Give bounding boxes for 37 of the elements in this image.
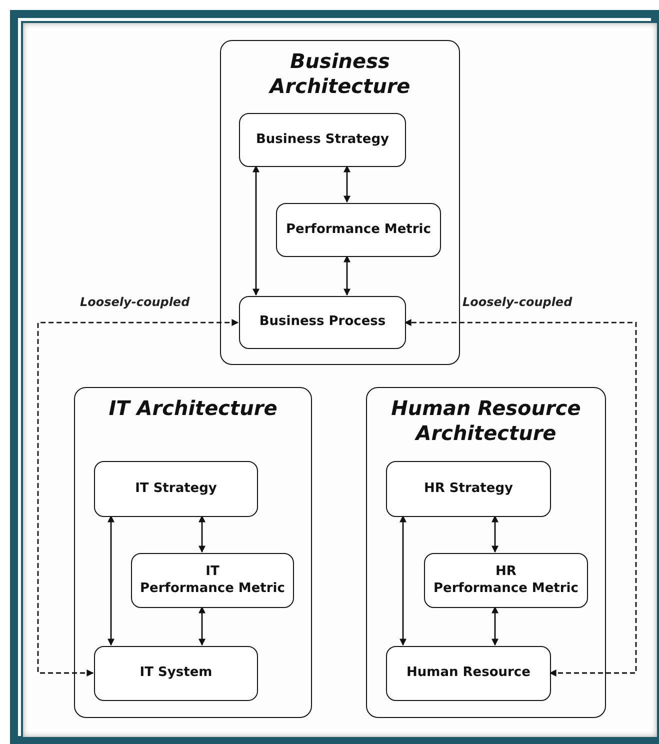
process-box (386, 461, 551, 517)
process-box (239, 113, 406, 167)
process-box (94, 646, 258, 701)
box-label: IT Strategy (135, 480, 217, 498)
group-title: Human Resource Architecture (390, 396, 582, 446)
process-box (94, 461, 258, 517)
group-title: IT Architecture (108, 396, 278, 421)
group-panel (220, 40, 460, 365)
process-box (276, 203, 441, 257)
box-label: Human Resource (406, 665, 530, 682)
box-label: Business Strategy (256, 132, 389, 148)
arrow (344, 165, 350, 203)
box-label: Business Process (259, 314, 386, 331)
arrow (400, 515, 406, 646)
edge-label: Loosely-coupled (78, 294, 192, 309)
arrow (198, 515, 206, 553)
group-panel (366, 387, 606, 718)
arrow (198, 606, 206, 646)
group-title: Business Architecture (268, 49, 412, 99)
dashed-connector (37, 319, 239, 676)
box-label: Performance Metric (286, 222, 431, 238)
process-box (424, 553, 588, 608)
arrow (344, 255, 350, 296)
arrow (108, 515, 114, 646)
dashed-connector (404, 319, 637, 676)
box-label: IT System (140, 665, 212, 682)
process-box (386, 646, 551, 701)
arrow (492, 515, 498, 553)
box-label: HR Strategy (424, 480, 513, 498)
arrow (252, 165, 260, 296)
box-label: HR Performance Metric (434, 564, 578, 598)
process-box (239, 296, 406, 349)
box-label: IT Performance Metric (140, 564, 285, 598)
group-panel (74, 387, 312, 718)
process-box (131, 553, 294, 608)
edge-label: Loosely-coupled (460, 294, 574, 309)
arrow (492, 606, 498, 646)
